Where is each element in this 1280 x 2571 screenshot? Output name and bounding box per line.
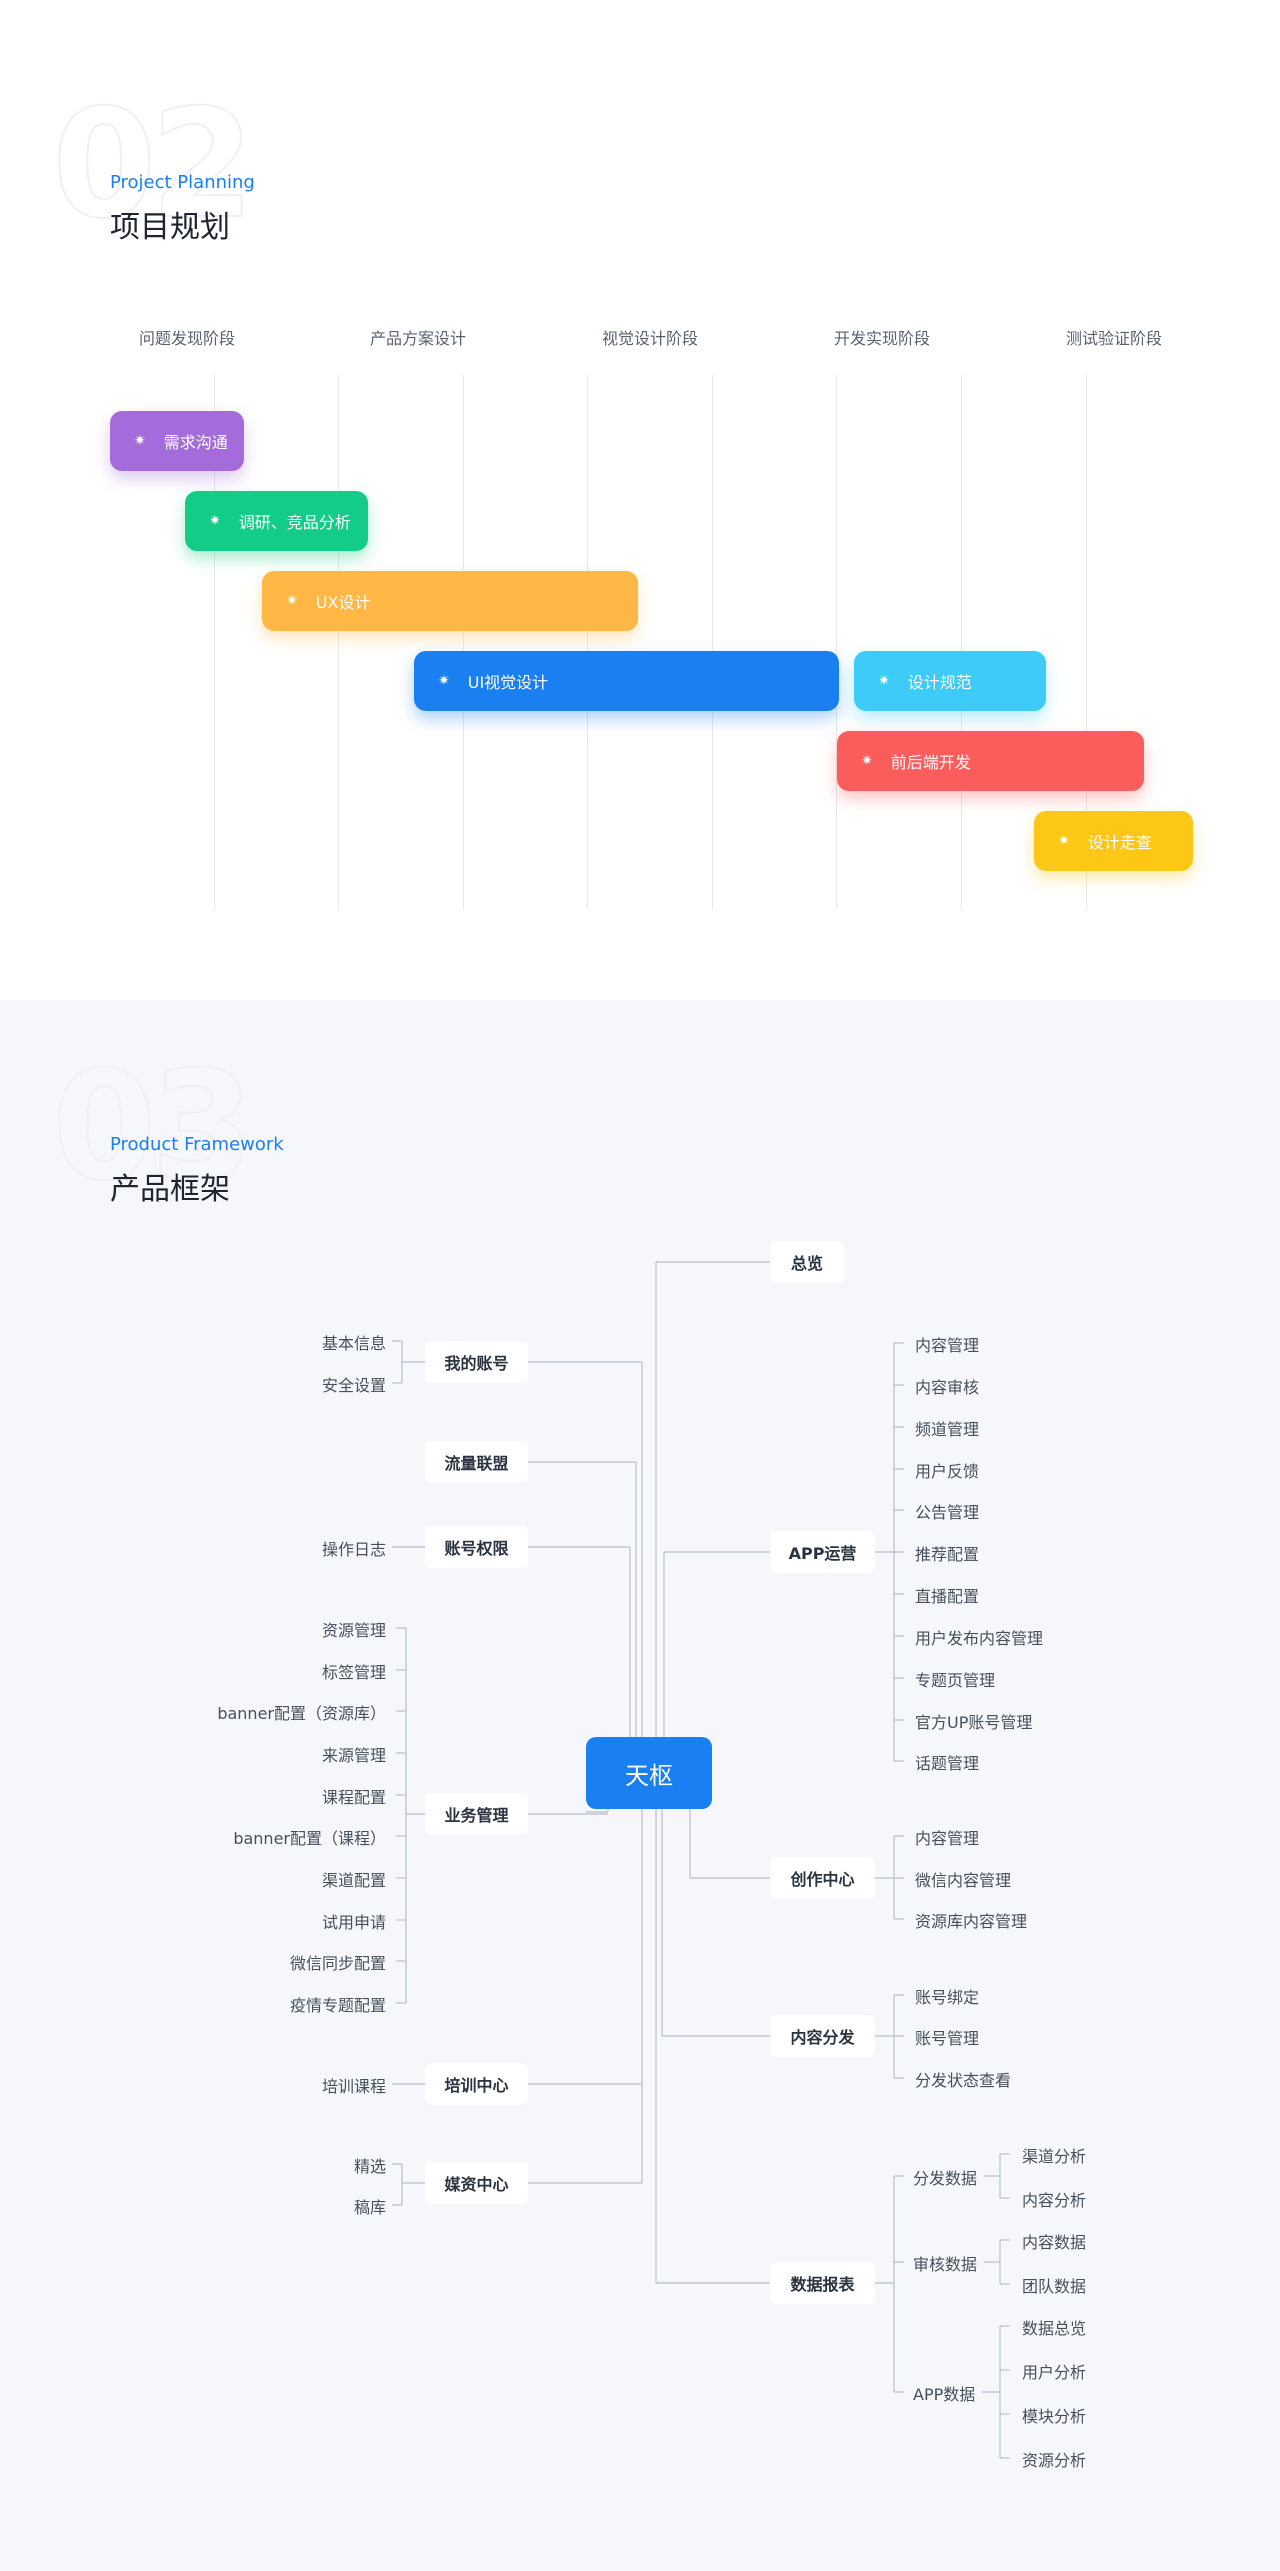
leaf-ticks [396,1342,1010,2459]
category-node-traffic: 流量联盟 [425,1441,528,1483]
leaf-item: 话题管理 [915,1754,980,1773]
leaf-item: 渠道配置 [321,1871,386,1890]
root-node: 天枢 [586,1737,712,1809]
leaf-item: 疫情专题配置 [289,1996,386,2015]
section-title: 项目规划 [110,210,230,245]
leaf-item: 操作日志 [321,1540,386,1559]
task-label: 调研、竞品分析 [238,513,351,532]
leaf-item: 内容审核 [915,1378,980,1397]
section-title: 产品框架 [110,1172,230,1207]
category-node-my-account: 我的账号 [425,1341,528,1383]
task-label: 前后端开发 [890,753,971,772]
task-bar: ✷ UX设计 [262,571,638,631]
leaf-item: 内容管理 [915,1336,980,1355]
leaf-item: banner配置（课程） [233,1829,386,1848]
phase-label: 视觉设计阶段 [601,329,699,348]
star-icon: ✷ [1058,833,1070,849]
star-icon: ✷ [209,513,221,529]
leaf-item: 用户反馈 [915,1462,980,1481]
leaf-item: 团队数据 [1022,2277,1087,2296]
category-node-app-ops: APP运营 [770,1531,875,1573]
leaf-item: 微信内容管理 [915,1871,1012,1890]
category-node-distribution: 内容分发 [770,2015,875,2057]
star-icon: ✷ [438,673,450,689]
task-bar: ✷ 设计规范 [854,651,1046,711]
task-label: UI视觉设计 [467,673,549,692]
task-label: 设计规范 [907,673,972,692]
leaf-item: 培训课程 [321,2077,386,2096]
leaf-item: banner配置（资源库） [217,1704,386,1723]
task-bar: ✷ 设计走查 [1034,811,1193,871]
leaf-item: 资源分析 [1022,2451,1087,2470]
leaf-item: 内容数据 [1022,2233,1087,2252]
leaf-item: 用户发布内容管理 [915,1629,1044,1648]
leaf-item: 直播配置 [915,1587,980,1606]
leaf-item: 稿库 [353,2198,386,2217]
leaf-item: 微信同步配置 [289,1954,386,1973]
grid-line [463,375,464,910]
category-node-reports: 数据报表 [770,2262,875,2304]
report-group: 审核数据 [913,2255,978,2274]
task-bar: ✷ 前后端开发 [837,731,1144,791]
leaf-item: 资源管理 [321,1621,386,1640]
leaf-item: 推荐配置 [915,1545,980,1564]
category-node-creation: 创作中心 [770,1857,875,1899]
category-node-permission: 账号权限 [425,1526,528,1568]
leaf-item: 模块分析 [1022,2407,1087,2426]
task-bar: ✷ 需求沟通 [110,411,244,471]
leaf-item: 标签管理 [321,1663,386,1682]
grid-line [587,375,588,910]
grid-line [961,375,962,910]
leaf-item: 内容分析 [1022,2191,1087,2210]
task-bar: ✷ 调研、竞品分析 [185,491,368,551]
grid-line [836,375,837,910]
leaf-item: 基本信息 [321,1334,386,1353]
star-icon: ✷ [134,433,146,449]
leaf-item: 数据总览 [1022,2319,1087,2338]
star-icon: ✷ [286,593,298,609]
grid-line [712,375,713,910]
leaf-item: 安全设置 [321,1376,386,1395]
grid-line [214,375,215,910]
leaf-item: 专题页管理 [915,1671,996,1690]
leaf-item: 渠道分析 [1022,2147,1087,2166]
leaf-item: 试用申请 [321,1913,386,1932]
category-node-business: 业务管理 [425,1793,528,1835]
project-planning-section: 02 Project Planning 项目规划 问题发现阶段 产品方案设计 视… [0,0,1280,1000]
report-group: 分发数据 [913,2169,978,2188]
leaf-item: 账号绑定 [915,1988,980,2007]
leaf-item: 课程配置 [321,1788,386,1807]
category-node-training: 培训中心 [425,2063,528,2105]
grid-line [1086,375,1087,910]
phase-label: 开发实现阶段 [833,329,931,348]
leaf-item: 公告管理 [915,1503,980,1522]
leaf-item: 分发状态查看 [915,2071,1012,2090]
report-group: APP数据 [913,2385,976,2404]
leaf-item: 频道管理 [915,1420,980,1439]
section-number: 03 [51,1040,256,1214]
star-icon: ✷ [861,753,873,769]
grid-line [338,375,339,910]
section-number: 02 [51,78,256,252]
leaf-item: 资源库内容管理 [915,1912,1028,1931]
leaf-item: 用户分析 [1022,2363,1087,2382]
task-label: 设计走查 [1087,833,1152,852]
leaf-item: 精选 [353,2157,386,2176]
leaf-item: 来源管理 [321,1746,386,1765]
category-node-media: 媒资中心 [425,2162,528,2204]
task-label: UX设计 [315,593,371,612]
task-label: 需求沟通 [163,433,228,452]
category-node-overview: 总览 [770,1241,844,1283]
phase-label: 问题发现阶段 [138,329,236,348]
section-subtitle: Product Framework [110,1134,284,1155]
phase-label: 测试验证阶段 [1065,329,1163,348]
phase-label: 产品方案设计 [369,329,467,348]
leaf-item: 账号管理 [915,2029,980,2048]
task-bar: ✷ UI视觉设计 [414,651,839,711]
leaf-item: 官方UP账号管理 [915,1713,1033,1732]
section-subtitle: Project Planning [110,172,255,193]
leaf-item: 内容管理 [915,1829,980,1848]
star-icon: ✷ [878,673,890,689]
